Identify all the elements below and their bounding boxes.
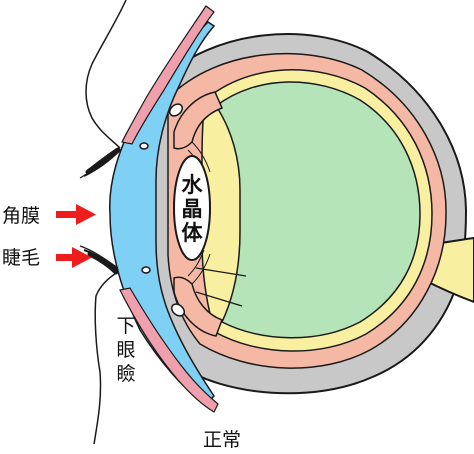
lens-label-char: 水 (182, 173, 204, 197)
crystalline-lens (173, 155, 211, 261)
eyelashes-arrow (56, 247, 92, 268)
eyelashes-label: 睫毛 (2, 247, 40, 269)
vitreous-body (214, 81, 421, 339)
lower-eyelid-rim (119, 287, 219, 413)
ciliary-body-upper (173, 91, 224, 150)
lower-eyelid-label-char: 瞼 (116, 363, 135, 385)
lower-eyelid-label: 下 眼 瞼 (116, 315, 135, 385)
ciliary-body-lower (173, 276, 223, 337)
lens-label-char: 晶 (182, 197, 203, 221)
lens-label: 水 晶 体 (182, 173, 204, 245)
eyelid-gland (139, 142, 149, 150)
lens-label-char: 体 (182, 221, 204, 245)
caption: 正常 (203, 429, 241, 451)
eyelid-gland (168, 103, 184, 117)
eyelid-gland (141, 266, 151, 274)
cornea-label: 角膜 (2, 205, 40, 227)
eyelid-gland (170, 303, 186, 317)
lower-eyelid-label-char: 眼 (116, 339, 135, 361)
lower-eyelid-label-char: 下 (116, 315, 135, 337)
upper-eyelashes (79, 147, 121, 179)
lower-eyelashes (79, 245, 119, 275)
cornea-arrow (56, 204, 96, 225)
upper-eyelid-skin (85, 0, 127, 149)
upper-eyelid-rim (121, 5, 215, 145)
pointer-lines (195, 267, 247, 307)
lower-eyelid-skin (93, 271, 119, 445)
